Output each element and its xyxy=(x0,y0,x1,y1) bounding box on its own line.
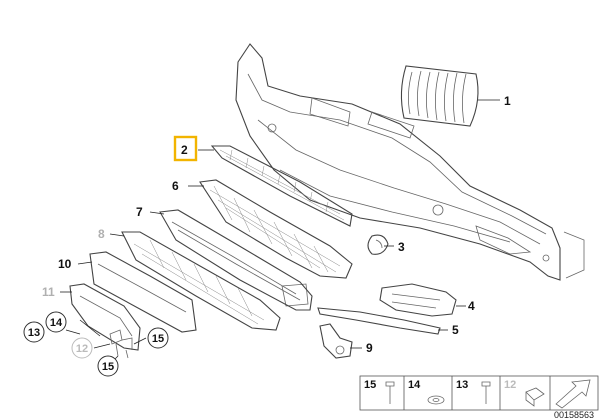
part-1-kidney-grille[interactable] xyxy=(400,65,479,127)
label-4[interactable]: 4 xyxy=(468,299,475,313)
label-9[interactable]: 9 xyxy=(366,341,373,355)
arrow-icon xyxy=(555,379,591,409)
legend-arrow xyxy=(555,379,591,409)
label-6[interactable]: 6 xyxy=(172,179,179,193)
svg-text:12: 12 xyxy=(76,343,88,355)
screw-icon-2 xyxy=(481,381,491,404)
label-5[interactable]: 5 xyxy=(452,323,459,337)
doc-number: 00158563 xyxy=(554,410,594,420)
callout-13[interactable]: 13 xyxy=(23,321,45,343)
part-bumper-body xyxy=(235,43,585,281)
part-9-sensor-holder[interactable] xyxy=(319,323,353,359)
screw-icon xyxy=(385,381,395,404)
part-8-lower-frame[interactable] xyxy=(121,231,281,331)
part-11-plate-bracket[interactable] xyxy=(69,283,141,351)
svg-text:13: 13 xyxy=(28,327,40,339)
washer-icon xyxy=(427,395,445,405)
label-11[interactable]: 11 xyxy=(42,285,55,299)
legend-item-12[interactable]: 12 xyxy=(504,379,545,407)
callout-14[interactable]: 14 xyxy=(45,311,67,333)
callout-12[interactable]: 12 xyxy=(71,337,93,359)
label-2[interactable]: 2 xyxy=(181,143,188,157)
svg-text:15: 15 xyxy=(364,379,376,391)
svg-text:14: 14 xyxy=(50,317,63,329)
nut-icon xyxy=(525,387,545,407)
fastener-legend: 15 14 13 12 xyxy=(359,375,599,411)
screw-15a[interactable] xyxy=(121,337,133,359)
highlight-box-2 xyxy=(173,135,198,162)
part-3-plug[interactable] xyxy=(367,234,389,255)
label-3[interactable]: 3 xyxy=(398,240,405,254)
part-10-plate-base[interactable] xyxy=(89,251,197,333)
leader-lines xyxy=(60,99,500,363)
legend-item-14[interactable]: 14 xyxy=(408,379,445,405)
callout-15a[interactable]: 15 xyxy=(147,327,169,349)
svg-text:13: 13 xyxy=(456,379,468,391)
part-7-trim-frame[interactable] xyxy=(159,209,313,311)
callout-15b[interactable]: 15 xyxy=(97,355,119,377)
label-8[interactable]: 8 xyxy=(98,227,105,241)
svg-text:14: 14 xyxy=(408,379,421,391)
svg-text:15: 15 xyxy=(152,333,164,345)
legend-item-15[interactable]: 15 xyxy=(364,379,395,404)
part-6-center-grid[interactable] xyxy=(199,179,353,307)
label-10[interactable]: 10 xyxy=(58,257,72,271)
legend-item-13[interactable]: 13 xyxy=(456,379,491,404)
part-5-trim-strip[interactable] xyxy=(317,307,441,335)
label-1[interactable]: 1 xyxy=(504,94,511,108)
part-4-fog-bracket[interactable] xyxy=(379,283,457,317)
label-7[interactable]: 7 xyxy=(136,205,143,219)
part-2-upper-grid[interactable] xyxy=(210,145,353,227)
svg-text:15: 15 xyxy=(102,361,114,373)
svg-text:12: 12 xyxy=(504,379,516,391)
